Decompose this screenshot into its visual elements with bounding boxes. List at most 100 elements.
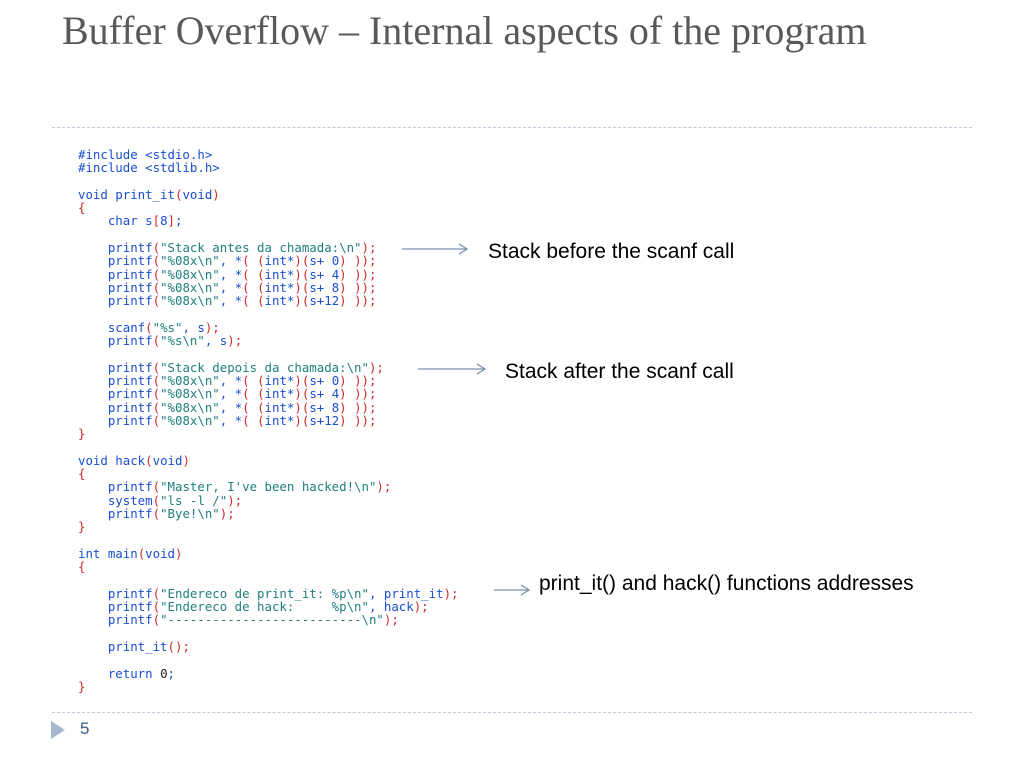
footer-divider xyxy=(52,712,972,713)
code-token: ); xyxy=(413,599,429,615)
code-token: "%08x\n" xyxy=(160,253,220,269)
code-token: printf xyxy=(78,399,153,415)
code-token: ); xyxy=(204,319,220,335)
code-token: scanf xyxy=(78,319,146,335)
code-token: int* xyxy=(264,373,295,389)
code-line: printf("%08x\n", *( (int*)(s+ 8) )); xyxy=(78,281,458,294)
code-token: ( ( xyxy=(242,373,265,389)
code-token: (); xyxy=(167,638,190,654)
code-line xyxy=(78,228,458,241)
code-token: ) )); xyxy=(339,399,377,415)
code-token: ( xyxy=(152,253,161,269)
code-token: )( xyxy=(294,293,310,309)
code-line: printf("Stack depois da chamada:\n"); xyxy=(78,361,458,374)
code-token: ( xyxy=(145,319,153,335)
code-token: s+ 8 xyxy=(309,279,340,295)
code-token: ( xyxy=(152,412,161,428)
code-line: char s[8]; xyxy=(78,214,458,227)
code-token: "Stack depois da chamada:\n" xyxy=(160,359,369,375)
code-line: return 0; xyxy=(78,665,458,681)
code-line xyxy=(78,627,458,640)
code-token: ); xyxy=(227,333,243,349)
code-line xyxy=(78,534,458,547)
code-token: [ xyxy=(152,213,161,229)
code-token: int* xyxy=(264,293,295,309)
code-token: printf xyxy=(78,293,153,309)
annotation-stack-after: Stack after the scanf call xyxy=(505,360,734,383)
arrow-stack-after xyxy=(418,363,487,375)
code-token: ( xyxy=(152,373,161,389)
code-line: { xyxy=(78,560,458,573)
code-line: { xyxy=(78,467,458,480)
code-token: "%08x\n" xyxy=(160,386,220,402)
arrow-stack-before xyxy=(402,243,469,255)
code-line xyxy=(78,175,458,188)
code-token: , * xyxy=(219,253,243,269)
code-token: ( ( xyxy=(242,386,265,402)
code-token: s+ 0 xyxy=(309,373,340,389)
code-token: void hack xyxy=(78,452,146,468)
code-token: printf xyxy=(78,412,153,428)
code-token: 0 xyxy=(160,665,168,681)
code-token: ( ( xyxy=(242,399,265,415)
arrow-addresses xyxy=(494,584,531,596)
code-line: printf("%08x\n", *( (int*)(s+ 8) )); xyxy=(78,399,458,415)
code-token: s+ 0 xyxy=(309,253,340,269)
code-line: #include <stdlib.h> xyxy=(78,161,458,174)
code-token: ( xyxy=(152,333,161,349)
code-token: ); xyxy=(376,479,392,495)
code-token: ) )); xyxy=(339,253,377,269)
code-token: ) )); xyxy=(339,266,377,282)
code-token: )( xyxy=(294,412,310,428)
code-token: "Stack antes da chamada:\n" xyxy=(160,240,362,256)
code-token: printf xyxy=(78,359,153,375)
code-token: ; xyxy=(167,665,175,681)
code-token: void xyxy=(182,186,213,202)
code-line: printf("Endereco de print_it: %p\n", pri… xyxy=(78,585,459,601)
code-token: ) )); xyxy=(339,373,377,389)
code-token: "%08x\n" xyxy=(160,266,220,282)
code-token: { xyxy=(78,200,86,216)
code-token: "%08x\n" xyxy=(160,279,220,295)
code-line: } xyxy=(78,520,458,533)
code-token: , s xyxy=(182,319,205,335)
code-token: ) )); xyxy=(339,386,377,402)
code-token: printf xyxy=(78,599,153,615)
code-token: "%08x\n" xyxy=(160,373,220,389)
code-token: #include <stdlib.h> xyxy=(78,160,220,176)
code-token: char s xyxy=(78,213,153,229)
code-token: s+ 8 xyxy=(309,399,340,415)
code-token: printf xyxy=(78,253,153,269)
code-token: int* xyxy=(264,279,295,295)
code-token: , * xyxy=(219,279,243,295)
code-line: printf("%08x\n", *( (int*)(s+ 0) )); xyxy=(78,254,458,267)
code-token: ); xyxy=(383,612,399,628)
code-line: printf("%s\n", s); xyxy=(78,334,458,347)
code-token: void xyxy=(152,452,183,468)
code-token: "%s" xyxy=(152,319,183,335)
code-token: , s xyxy=(204,333,228,349)
code-token: )( xyxy=(294,266,310,282)
footer-triangle-icon xyxy=(51,721,65,739)
code-token: printf xyxy=(78,266,153,282)
code-line: printf("--------------------------\n"); xyxy=(78,613,458,626)
code-token: print_it xyxy=(78,638,168,654)
code-token: , * xyxy=(219,412,243,428)
code-token: ( ( xyxy=(242,279,265,295)
code-line xyxy=(78,441,458,454)
code-line xyxy=(78,308,458,321)
code-token: ( xyxy=(145,452,153,468)
code-token: ( xyxy=(152,293,161,309)
code-token: , * xyxy=(219,399,243,415)
code-token: return xyxy=(78,665,161,681)
code-token: ( xyxy=(152,386,161,402)
code-token: ( ( xyxy=(242,253,265,269)
code-token: 8 xyxy=(160,213,168,229)
page-number: 5 xyxy=(80,719,90,738)
code-line: printf("%08x\n", *( (int*)(s+ 4) )); xyxy=(78,387,458,400)
code-token: "Bye!\n" xyxy=(160,506,220,522)
code-token: ( ( xyxy=(242,266,265,282)
code-token: void print_it xyxy=(78,186,175,202)
code-line: printf("%08x\n", *( (int*)(s+12) )); xyxy=(78,294,458,307)
code-token: "Endereco de print_it: %p\n" xyxy=(160,585,369,601)
